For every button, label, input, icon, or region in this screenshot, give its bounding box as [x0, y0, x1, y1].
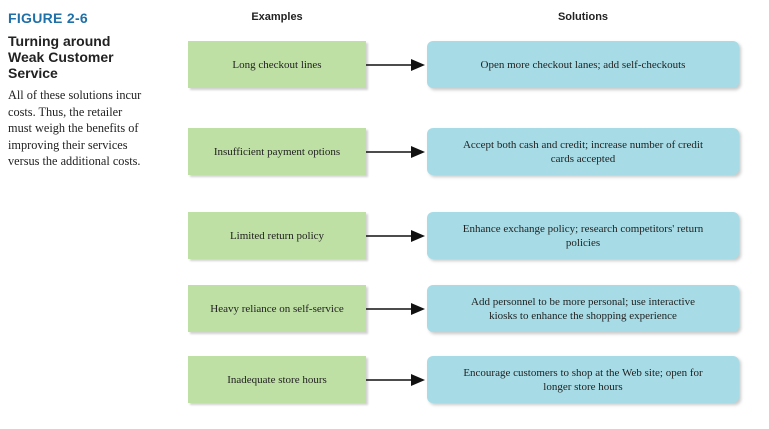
solution-box-payment: Accept both cash and credit; increase nu… [427, 128, 739, 175]
examples-column-header: Examples [251, 11, 303, 23]
figure-caption: All of these solutions incur costs. Thus… [8, 88, 142, 168]
solutions-column-header: Solutions [557, 11, 609, 23]
example-box-store-hours: Inadequate store hours [188, 356, 366, 403]
arrow-icon [366, 303, 425, 315]
arrow-icon [366, 146, 425, 158]
example-box-self-service: Heavy reliance on self-service [188, 285, 366, 332]
figure-label: FIGURE 2-6 [8, 10, 89, 26]
example-box-payment-options: Insufficient payment options [188, 128, 366, 175]
figure-title: Turning around Weak Customer Service [8, 33, 114, 81]
example-box-return-policy: Limited return policy [188, 212, 366, 259]
example-box-long-checkout: Long checkout lines [188, 41, 366, 88]
arrow-icon [366, 59, 425, 71]
arrow-icon [366, 374, 425, 386]
solution-box-return: Enhance exchange policy; research compet… [427, 212, 739, 259]
solution-box-checkout: Open more checkout lanes; add self-check… [427, 41, 739, 88]
arrow-icon [366, 230, 425, 242]
solution-box-store-hours: Encourage customers to shop at the Web s… [427, 356, 739, 403]
solution-box-self-service: Add personnel to be more personal; use i… [427, 285, 739, 332]
